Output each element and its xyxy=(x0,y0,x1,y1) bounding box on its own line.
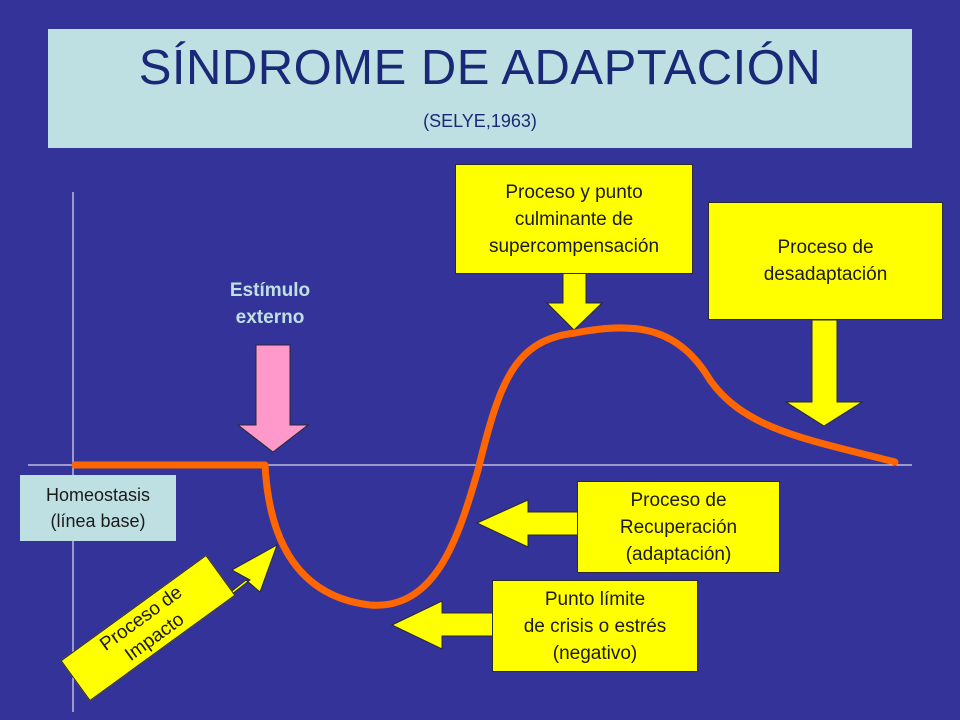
stimulus-label: Estímulo externo xyxy=(200,277,340,331)
homeostasis-label-line-1: Homeostasis xyxy=(45,485,151,505)
page-title: SÍNDROME DE ADAPTACIÓN xyxy=(138,41,822,95)
stimulus-label-line-2: externo xyxy=(235,307,305,328)
supercompensation-line-1: Proceso y punto xyxy=(505,181,643,203)
crisis-line-1: Punto límite xyxy=(544,588,646,610)
supercompensation-arrow xyxy=(545,272,604,331)
homeostasis-label: Homeostasis (línea base) xyxy=(20,475,176,541)
page-subtitle: (SELYE,1963) xyxy=(423,111,537,131)
stimulus-arrow xyxy=(236,344,310,453)
homeostasis-label-line-2: (línea base) xyxy=(50,511,146,531)
adaptation-curve xyxy=(71,324,899,609)
maladaptation-box: Proceso de desadaptación xyxy=(708,202,943,320)
crisis-arrow xyxy=(390,600,494,650)
recovery-line-2: Recuperación xyxy=(619,516,738,538)
maladaptation-line-2: desadaptación xyxy=(763,264,888,285)
supercompensation-box: Proceso y punto culminante de supercompe… xyxy=(455,164,693,274)
supercompensation-line-3: supercompensación xyxy=(488,235,660,257)
recovery-box: Proceso de Recuperación (adaptación) xyxy=(577,481,780,573)
crisis-line-3: (negativo) xyxy=(552,642,638,664)
recovery-arrow xyxy=(475,499,579,548)
stimulus-label-line-1: Estímulo xyxy=(229,280,311,301)
maladaptation-arrow xyxy=(784,319,864,427)
supercompensation-line-2: culminante de xyxy=(514,208,634,230)
crisis-line-2: de crisis o estrés xyxy=(523,615,667,637)
recovery-line-1: Proceso de xyxy=(630,489,727,511)
crisis-box: Punto límite de crisis o estrés (negativ… xyxy=(492,580,698,672)
maladaptation-line-1: Proceso de xyxy=(777,237,874,258)
title-box: SÍNDROME DE ADAPTACIÓN (SELYE,1963) xyxy=(48,29,912,148)
recovery-line-3: (adaptación) xyxy=(625,543,732,565)
